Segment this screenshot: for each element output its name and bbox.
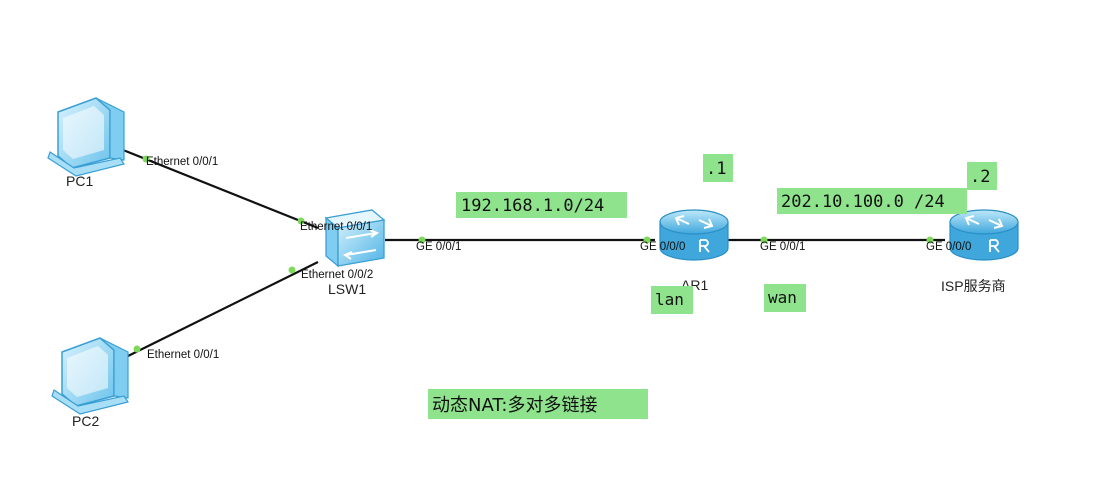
pc-icon <box>51 337 129 415</box>
port-label-ar1-ge0: GE 0/0/0 <box>640 241 685 253</box>
pc-icon <box>47 97 125 177</box>
router-icon <box>949 209 1019 261</box>
port-dot-pc1 <box>142 155 150 163</box>
port-dot-ar1-ge1 <box>760 236 768 244</box>
link-pc1-lsw1[interactable] <box>117 146 319 230</box>
port-dot-lsw1-eth2 <box>288 266 296 274</box>
port-label-pc1: Ethernet 0/0/1 <box>146 156 218 168</box>
isp-label: ISP服务商 <box>941 278 1006 294</box>
lan-subnet-tag: 192.168.1.0/24 <box>456 192 627 218</box>
ar1-host-text: .1 <box>706 159 726 179</box>
port-dots <box>133 155 934 353</box>
isp-host-text: .2 <box>970 167 990 187</box>
ar1-host-tag: .1 <box>703 154 733 182</box>
pc1-device[interactable]: PC1 <box>47 97 125 189</box>
isp-device[interactable]: ISP服务商 <box>941 209 1019 294</box>
port-label-lsw1-eth1: Ethernet 0/0/1 <box>300 221 372 233</box>
lan-text: lan <box>655 290 684 309</box>
port-label-isp-ge0: GE 0/0/0 <box>926 241 971 253</box>
annotation-tags: 192.168.1.0/24 202.10.100.0 /24 .1 .2 la… <box>428 154 997 419</box>
link-pc2-lsw1[interactable] <box>125 261 319 358</box>
links <box>117 146 945 358</box>
pc2-label: PC2 <box>72 413 99 429</box>
wan-tag: wan <box>764 284 806 312</box>
lan-subnet-text: 192.168.1.0/24 <box>461 196 604 216</box>
wan-text: wan <box>768 288 797 307</box>
router-icon <box>659 209 729 261</box>
wan-subnet-text: 202.10.100.0 /24 <box>781 192 945 212</box>
isp-host-tag: .2 <box>967 162 997 190</box>
lan-tag: lan <box>651 286 693 314</box>
caption-text: 动态NAT:多对多链接 <box>432 395 597 416</box>
port-label-pc2: Ethernet 0/0/1 <box>147 349 219 361</box>
lsw1-label: LSW1 <box>328 281 366 297</box>
port-label-lsw1-ge: GE 0/0/1 <box>416 241 461 253</box>
pc2-device[interactable]: PC2 <box>51 337 129 429</box>
port-dot-pc2 <box>133 345 141 353</box>
port-labels: Ethernet 0/0/1 Ethernet 0/0/1 Ethernet 0… <box>146 156 971 361</box>
wan-subnet-tag: 202.10.100.0 /24 <box>777 188 967 214</box>
port-dot-isp-ge0 <box>926 236 934 244</box>
port-dot-lsw1-eth1 <box>297 217 305 225</box>
port-label-lsw1-eth2: Ethernet 0/0/2 <box>301 269 373 281</box>
ar1-device[interactable]: AR1 <box>659 209 729 293</box>
caption-tag: 动态NAT:多对多链接 <box>428 389 648 419</box>
lsw1-device[interactable]: LSW1 <box>324 209 386 297</box>
switch-icon <box>324 209 386 268</box>
port-label-ar1-ge1: GE 0/0/1 <box>760 241 805 253</box>
pc1-label: PC1 <box>66 173 93 189</box>
port-dot-ar1-ge0 <box>643 236 651 244</box>
port-dot-lsw1-ge <box>418 236 426 244</box>
